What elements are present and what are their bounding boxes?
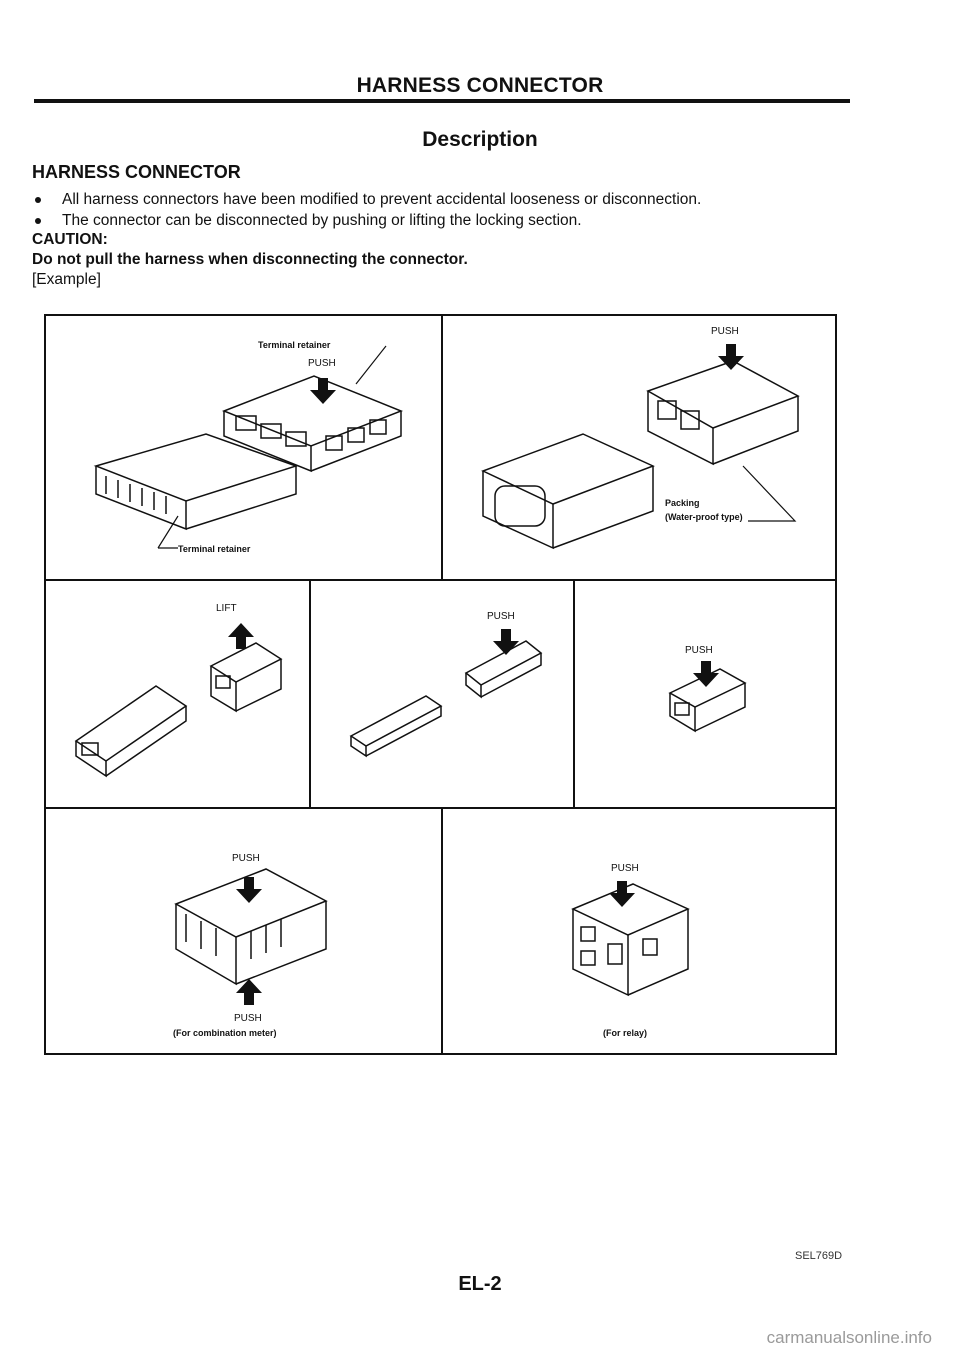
panel-water-proof: PUSH Packing (Water-proof type): [481, 326, 800, 550]
figure-divider: [441, 807, 443, 1053]
push-arrow-icon: [609, 881, 635, 907]
push-arrow-icon: [493, 629, 519, 655]
bullet-list: All harness connectors have been modifie…: [32, 189, 701, 231]
figure-divider: [573, 579, 575, 807]
label-push: PUSH: [685, 645, 713, 656]
label-packing: Packing: [665, 498, 700, 508]
connector-figure: Terminal retainer PUSH Terminal retainer…: [44, 314, 837, 1055]
caution-text: Do not pull the harness when disconnecti…: [32, 251, 468, 268]
panel-combination-meter: PUSH PUSH (For combination meter): [173, 853, 328, 1038]
panel-lift: LIFT: [74, 603, 283, 778]
label-push: PUSH: [232, 853, 260, 864]
panel-push-small: PUSH: [349, 611, 543, 758]
caption-combination-meter: (For combination meter): [173, 1028, 277, 1038]
label-terminal-retainer: Terminal retainer: [178, 544, 251, 554]
connector-illustration: [481, 360, 800, 550]
bullet-text: All harness connectors have been modifie…: [62, 191, 702, 208]
page-number: EL-2: [458, 1273, 502, 1295]
push-arrow-icon: [693, 661, 719, 687]
label-push: PUSH: [234, 1013, 262, 1024]
figure-divider: [309, 579, 311, 807]
figure-id: SEL769D: [795, 1250, 843, 1262]
section-title: HARNESS CONNECTOR: [32, 162, 241, 182]
example-label: [Example]: [32, 271, 101, 288]
label-push: PUSH: [611, 863, 639, 874]
figure-divider: [441, 316, 443, 579]
label-push: PUSH: [711, 326, 739, 337]
bullet-dot-icon: [35, 218, 41, 224]
figure-divider: [46, 579, 835, 581]
panel-terminal-retainer: Terminal retainer PUSH Terminal retainer: [93, 340, 404, 554]
push-arrow-icon: [310, 378, 336, 404]
bullet-text: The connector can be disconnected by pus…: [62, 212, 582, 229]
bullet-dot-icon: [35, 197, 41, 203]
label-terminal-retainer: Terminal retainer: [258, 340, 331, 350]
connector-illustration: [74, 642, 283, 778]
page-title: Description: [422, 128, 538, 151]
label-push: PUSH: [308, 358, 336, 369]
connector-illustration: [349, 640, 543, 758]
label-packing-type: (Water-proof type): [665, 512, 743, 522]
connector-illustration: [93, 345, 404, 549]
header-title: HARNESS CONNECTOR: [356, 74, 604, 97]
figure-divider: [46, 807, 835, 809]
label-lift: LIFT: [216, 603, 237, 614]
connector-illustration: [571, 883, 690, 997]
watermark: carmanualsonline.info: [766, 1328, 932, 1347]
caution-label: CAUTION:: [32, 231, 108, 248]
panel-relay: PUSH (For relay): [571, 863, 690, 1038]
bullet-item: All harness connectors have been modifie…: [32, 189, 701, 210]
header-rule: [34, 99, 850, 103]
bullet-item: The connector can be disconnected by pus…: [32, 210, 701, 231]
push-arrow-icon: [236, 877, 262, 903]
connector-illustration: [174, 868, 328, 986]
push-arrow-icon: [718, 344, 744, 370]
lift-arrow-icon: [228, 623, 254, 649]
label-push: PUSH: [487, 611, 515, 622]
panel-push-relay: PUSH: [668, 645, 747, 733]
caption-relay: (For relay): [603, 1028, 647, 1038]
push-arrow-icon: [236, 979, 262, 1005]
